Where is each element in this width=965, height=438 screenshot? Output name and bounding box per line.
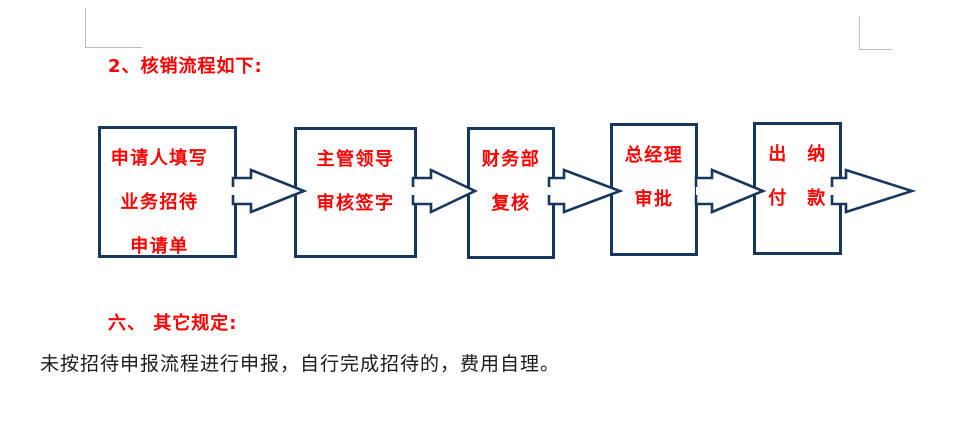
margin-crop-mark-left: [85, 8, 142, 48]
body-note: 未按招待申报流程进行申报，自行完成招待的，费用自理。: [40, 353, 561, 375]
flow-step-line: 财务部: [481, 149, 541, 170]
right-arrow-icon: [547, 168, 624, 214]
flow-step-line: 复核: [491, 193, 531, 214]
margin-crop-mark-right: [859, 17, 892, 50]
flow-step-line: 总经理: [624, 145, 684, 166]
right-arrow-icon: [694, 168, 767, 214]
flow-step-applicant-fills-form: 申请人填写 业务招待 申请单: [98, 126, 237, 258]
flow-step-line: 申请单: [130, 236, 189, 257]
flow-step-line: 付 款: [768, 188, 827, 209]
flow-step-gm-approval: 总经理 审批: [610, 123, 698, 256]
flow-step-line: 主管领导: [316, 149, 395, 170]
section-heading-other: 六、 其它规定:: [108, 313, 238, 334]
flow-step-line: 申请人填写: [110, 148, 209, 169]
flow-step-line: 业务招待: [120, 192, 199, 213]
flow-step-line: 审批: [634, 189, 674, 210]
flow-step-line: 出 纳: [768, 144, 827, 165]
right-arrow-icon: [231, 168, 308, 214]
section-heading-flow: 2、核销流程如下:: [108, 56, 263, 77]
right-arrow-icon: [411, 167, 479, 215]
right-arrow-icon: [830, 168, 917, 214]
flow-step-finance-recheck: 财务部 复核: [467, 127, 555, 259]
flow-arrow-layer: [231, 167, 917, 215]
flow-step-line: 审核签字: [316, 193, 395, 214]
